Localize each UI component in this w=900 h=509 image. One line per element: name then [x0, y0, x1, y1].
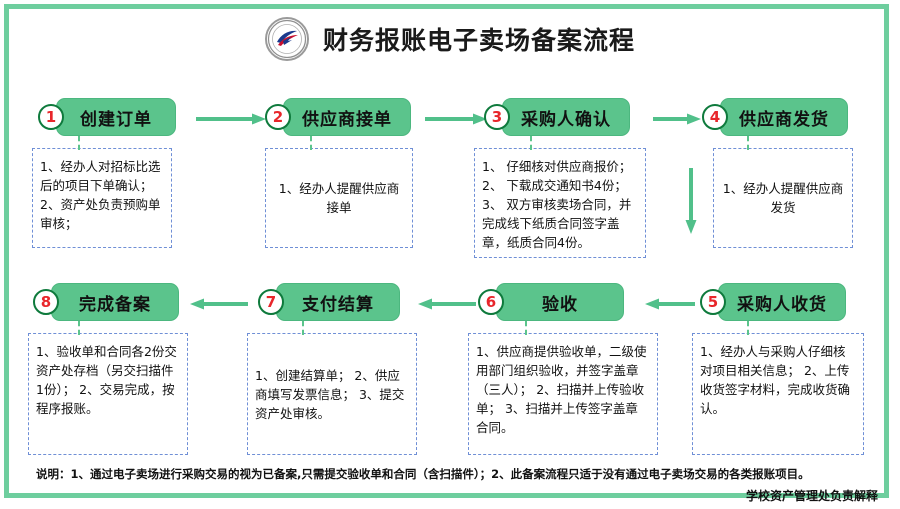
- step-6-title[interactable]: 验收: [496, 283, 624, 321]
- step-7-connector: [302, 321, 304, 335]
- step-8-details: 1、验收单和合同各2份交资产处存档（另交扫描件1份）； 2、交易完成，按程序报账…: [28, 333, 188, 455]
- step-7-details: 1、创建结算单； 2、供应商填写发票信息； 3、提交资产处审核。: [247, 333, 417, 455]
- step-2-number-badge: 2: [265, 104, 291, 130]
- step-1[interactable]: 1 创建订单: [38, 98, 218, 136]
- arrow-step2-to-step3: [425, 110, 487, 125]
- step-5-details: 1、经办人与采购人仔细核对项目相关信息； 2、上传收货签字材料，完成收货确认。: [692, 333, 864, 455]
- step-2-connector: [310, 136, 312, 150]
- step-6-connector: [525, 321, 527, 335]
- step-5-connector: [747, 321, 749, 335]
- step-4-number-badge: 4: [702, 104, 728, 130]
- step-6-number-badge: 6: [478, 289, 504, 315]
- step-1-details: 1、经办人对招标比选后的项目下单确认； 2、资产处负责预购单审核；: [32, 148, 172, 248]
- step-7-number-badge: 7: [258, 289, 284, 315]
- step-7[interactable]: 7 支付结算: [258, 283, 438, 321]
- page-title: 财务报账电子卖场备案流程: [322, 26, 635, 55]
- step-6[interactable]: 6 验收: [478, 283, 658, 321]
- step-4-title[interactable]: 供应商发货: [720, 98, 848, 136]
- arrow-step3-to-step4: [653, 110, 701, 125]
- step-7-title[interactable]: 支付结算: [276, 283, 400, 321]
- step-8-title[interactable]: 完成备案: [51, 283, 179, 321]
- step-1-title[interactable]: 创建订单: [56, 98, 176, 136]
- step-1-number-badge: 1: [38, 104, 64, 130]
- arrow-step7-to-step8: [190, 295, 248, 310]
- step-4-details: 1、经办人提醒供应商发货: [713, 148, 853, 248]
- step-5-title[interactable]: 采购人收货: [718, 283, 846, 321]
- step-4-header: 4 供应商发货: [702, 98, 882, 136]
- step-7-header: 7 支付结算: [258, 283, 438, 321]
- university-seal-icon: [264, 17, 309, 61]
- seal-emblem: [267, 19, 307, 59]
- page-border-frame: [4, 4, 889, 498]
- step-2[interactable]: 2 供应商接单: [265, 98, 445, 136]
- step-8-connector: [78, 321, 80, 335]
- step-8-header: 8 完成备案: [33, 283, 213, 321]
- footer-note: 说明：1、通过电子卖场进行采购交易的视为已备案,只需提交验收单和合同（含扫描件）…: [36, 467, 810, 481]
- step-4-connector: [747, 136, 749, 150]
- step-5-header: 5 采购人收货: [700, 283, 880, 321]
- step-2-title[interactable]: 供应商接单: [283, 98, 411, 136]
- footer-signature: 学校资产管理处负责解释: [745, 489, 878, 503]
- step-5[interactable]: 5 采购人收货: [700, 283, 880, 321]
- step-2-header: 2 供应商接单: [265, 98, 445, 136]
- step-6-header: 6 验收: [478, 283, 658, 321]
- step-2-details: 1、经办人提醒供应商接单: [265, 148, 413, 248]
- document-header: 财务报账电子卖场备案流程: [0, 16, 900, 62]
- arrow-step4-to-step5: [685, 168, 697, 234]
- arrow-step1-to-step2: [196, 110, 266, 125]
- arrow-step5-to-step6: [645, 295, 695, 310]
- arrow-step6-to-step7: [418, 295, 476, 310]
- step-3-connector: [530, 136, 532, 150]
- step-3[interactable]: 3 采购人确认: [484, 98, 664, 136]
- step-3-header: 3 采购人确认: [484, 98, 664, 136]
- step-3-details: 1、 仔细核对供应商报价； 2、 下载成交通知书4份； 3、 双方审核卖场合同，…: [474, 148, 646, 258]
- step-8[interactable]: 8 完成备案: [33, 283, 213, 321]
- step-1-header: 1 创建订单: [38, 98, 218, 136]
- step-8-number-badge: 8: [33, 289, 59, 315]
- step-6-details: 1、供应商提供验收单，二级使用部门组织验收，并签字盖章（三人）； 2、扫描并上传…: [468, 333, 658, 455]
- step-1-connector: [78, 136, 80, 150]
- step-5-number-badge: 5: [700, 289, 726, 315]
- step-3-number-badge: 3: [484, 104, 510, 130]
- step-3-title[interactable]: 采购人确认: [502, 98, 630, 136]
- step-4[interactable]: 4 供应商发货: [702, 98, 882, 136]
